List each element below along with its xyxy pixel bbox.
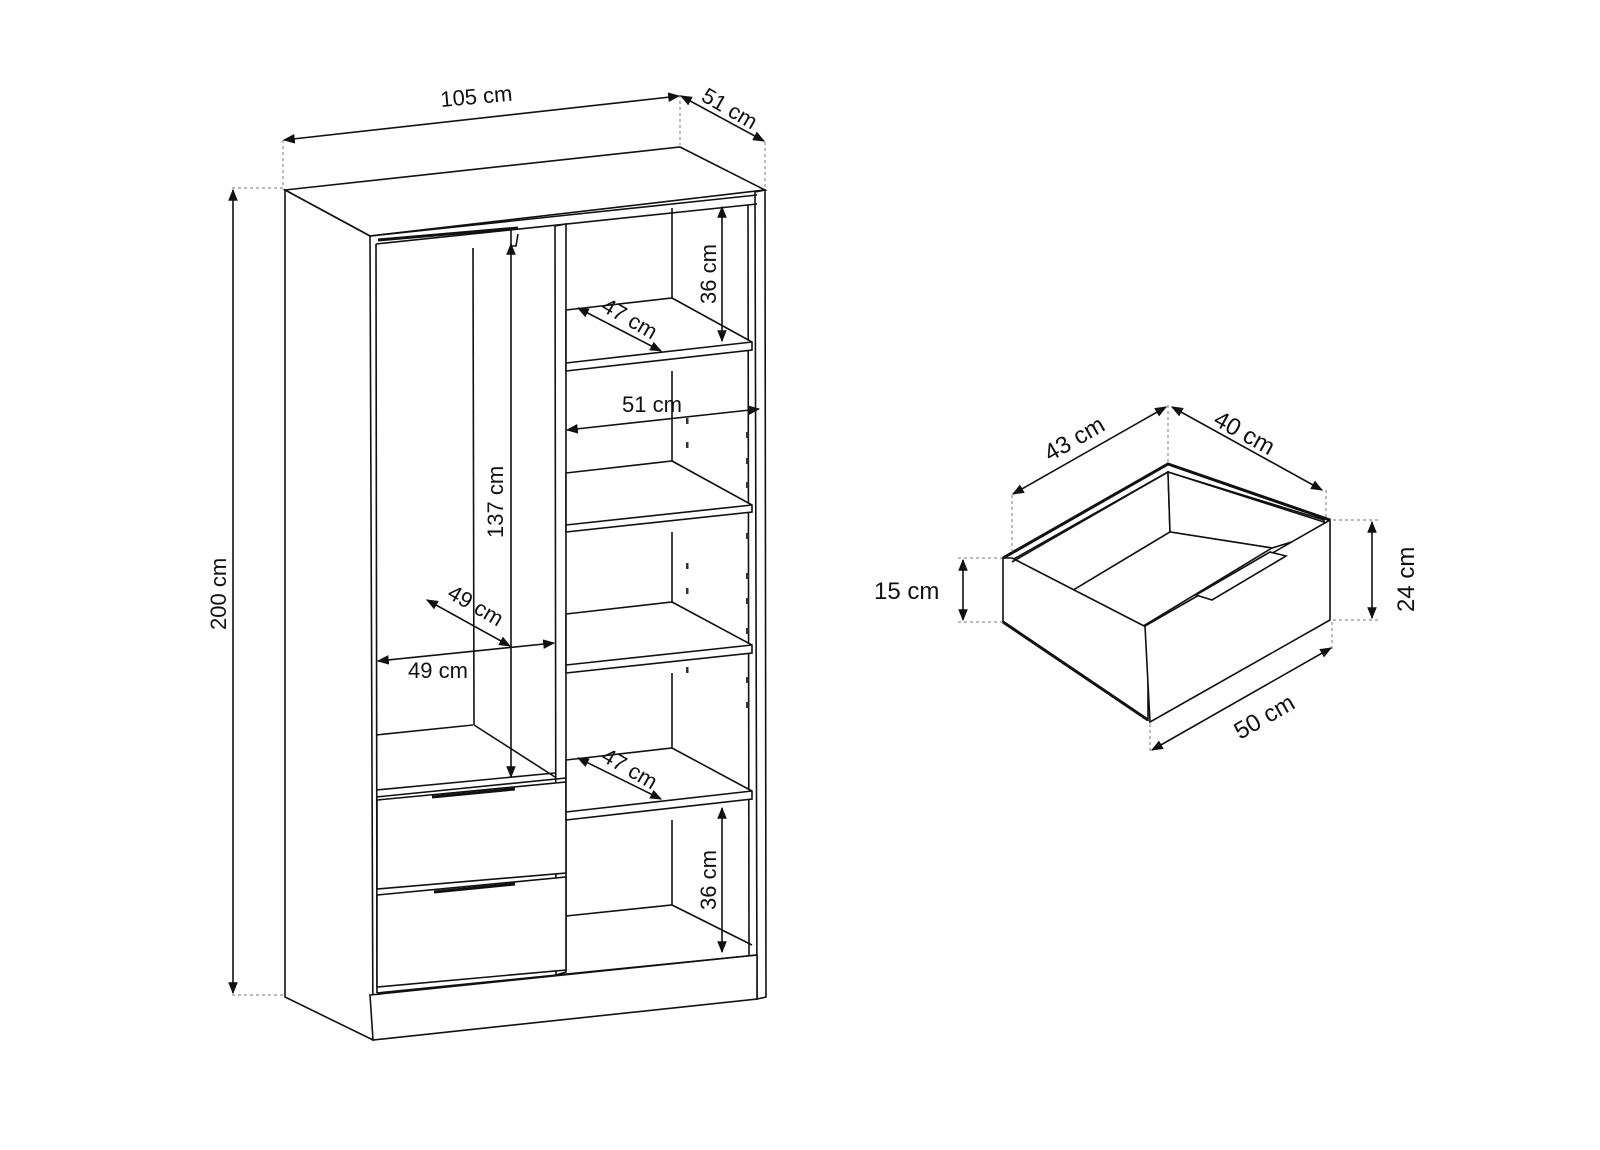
drawer-top-rim	[1002, 462, 1331, 560]
top-shelf-height-label: 36 cm	[696, 244, 721, 304]
drawer-handle	[1194, 551, 1289, 601]
top-shelf-depth-dimension-line	[576, 307, 663, 352]
front-width-label: 50 cm	[1230, 689, 1300, 745]
wardrobe-left-side	[284, 188, 374, 1042]
inner-depth-dimension-line	[1170, 406, 1324, 491]
bottom-shelf-height-label: 36 cm	[696, 850, 721, 910]
side-height-label: 15 cm	[874, 578, 939, 605]
wardrobe-top-front-edge	[369, 194, 758, 237]
hanging-depth-label: 49 cm	[444, 580, 508, 632]
depth-dimension-line	[679, 95, 766, 142]
hanging-rail	[377, 226, 519, 242]
wardrobe-top-panel	[282, 146, 768, 237]
inner-depth-label: 40 cm	[1209, 406, 1279, 461]
wardrobe-dimension-lines	[228, 92, 766, 996]
drawer-front-upper	[376, 781, 567, 890]
hanging-depth-dimension-line	[425, 599, 512, 647]
hanging-width-label: 49 cm	[408, 658, 468, 683]
width-label: 105 cm	[439, 81, 513, 112]
shelf-width-label: 51 cm	[622, 392, 682, 417]
drawer-drawing: 43 cm 40 cm 15 cm 24 cm 50 cm	[874, 405, 1420, 752]
hanging-height-label: 137 cm	[483, 466, 508, 538]
shelf-pin-holes	[686, 418, 749, 708]
depth-label: 51 cm	[698, 83, 762, 135]
front-width-dimension-line	[1150, 647, 1333, 751]
height-label: 200 cm	[206, 558, 231, 630]
wardrobe-drawing: 105 cm 51 cm 200 cm 137 cm 49 cm 49 cm 3…	[206, 81, 768, 1042]
front-height-label: 24 cm	[1393, 547, 1420, 612]
wardrobe-drawers	[376, 781, 758, 994]
hanging-width-dimension-line	[376, 639, 556, 665]
drawer-front-lower	[376, 876, 567, 988]
wardrobe-right-side	[754, 189, 767, 1000]
drawer-handle-lower	[433, 882, 516, 894]
bottom-shelf-depth-dimension-line	[576, 757, 663, 800]
shelf-compartment	[565, 204, 753, 956]
drawer-dimension-lines	[958, 405, 1378, 752]
width-dimension-line	[282, 92, 681, 144]
inner-width-dimension-line	[1011, 406, 1168, 495]
drawer-handle-upper	[431, 787, 516, 799]
shelf-width-dimension-line	[565, 405, 761, 434]
hanging-compartment	[375, 223, 567, 994]
rail-hook	[510, 230, 519, 247]
